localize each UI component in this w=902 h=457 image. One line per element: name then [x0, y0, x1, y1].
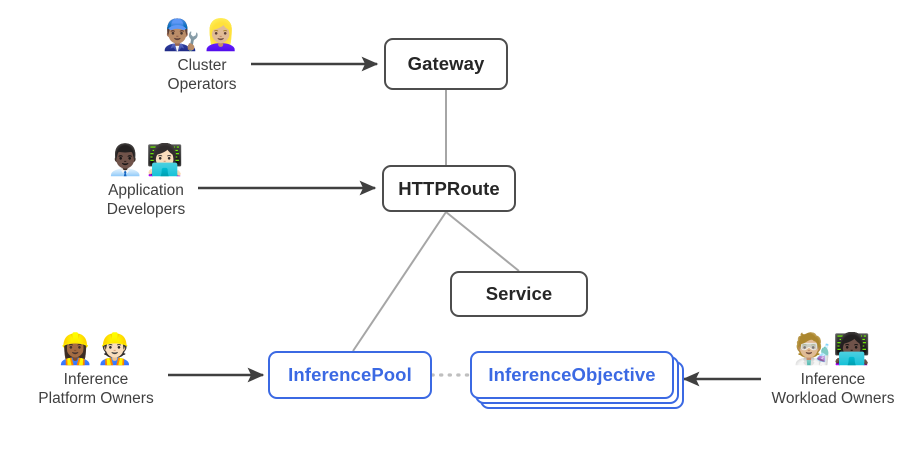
connector-httproute-inferencepool — [352, 211, 447, 352]
persona-inference-platform-owners: 👷🏾‍♀️👷🏻 Inference Platform Owners — [18, 334, 174, 409]
node-inferencepool[interactable]: InferencePool — [268, 351, 432, 399]
node-service-label: Service — [485, 283, 553, 304]
inference-workload-owners-emoji: 🧑🏼‍🔬👩🏿‍💻 — [793, 333, 873, 366]
persona-application-developers: 👨🏿‍💼👩🏻‍💻 Application Developers — [81, 145, 211, 220]
cluster-operators-emoji: 👨🏽‍🔧👱🏼‍♀️ — [162, 19, 242, 52]
connector-httproute-service — [445, 211, 520, 272]
inference-platform-owners-label: Inference Platform Owners — [38, 370, 154, 408]
persona-inference-workload-owners: 🧑🏼‍🔬👩🏿‍💻 Inference Workload Owners — [766, 334, 900, 409]
inference-platform-owners-emoji: 👷🏾‍♀️👷🏻 — [56, 333, 136, 366]
node-inferenceobjective[interactable]: InferenceObjective — [470, 351, 674, 399]
node-inferenceobjective-label: InferenceObjective — [488, 364, 656, 385]
node-gateway-label: Gateway — [407, 53, 485, 74]
node-service[interactable]: Service — [450, 271, 588, 317]
application-developers-emoji: 👨🏿‍💼👩🏻‍💻 — [106, 144, 186, 177]
node-httproute[interactable]: HTTPRoute — [382, 165, 516, 212]
cluster-operators-label: Cluster Operators — [167, 56, 237, 94]
node-httproute-label: HTTPRoute — [398, 177, 500, 199]
inference-workload-owners-label: Inference Workload Owners — [771, 370, 895, 408]
persona-cluster-operators: 👨🏽‍🔧👱🏼‍♀️ Cluster Operators — [143, 20, 261, 95]
node-gateway[interactable]: Gateway — [384, 38, 508, 90]
node-inferencepool-label: InferencePool — [288, 364, 412, 385]
application-developers-label: Application Developers — [106, 181, 186, 219]
